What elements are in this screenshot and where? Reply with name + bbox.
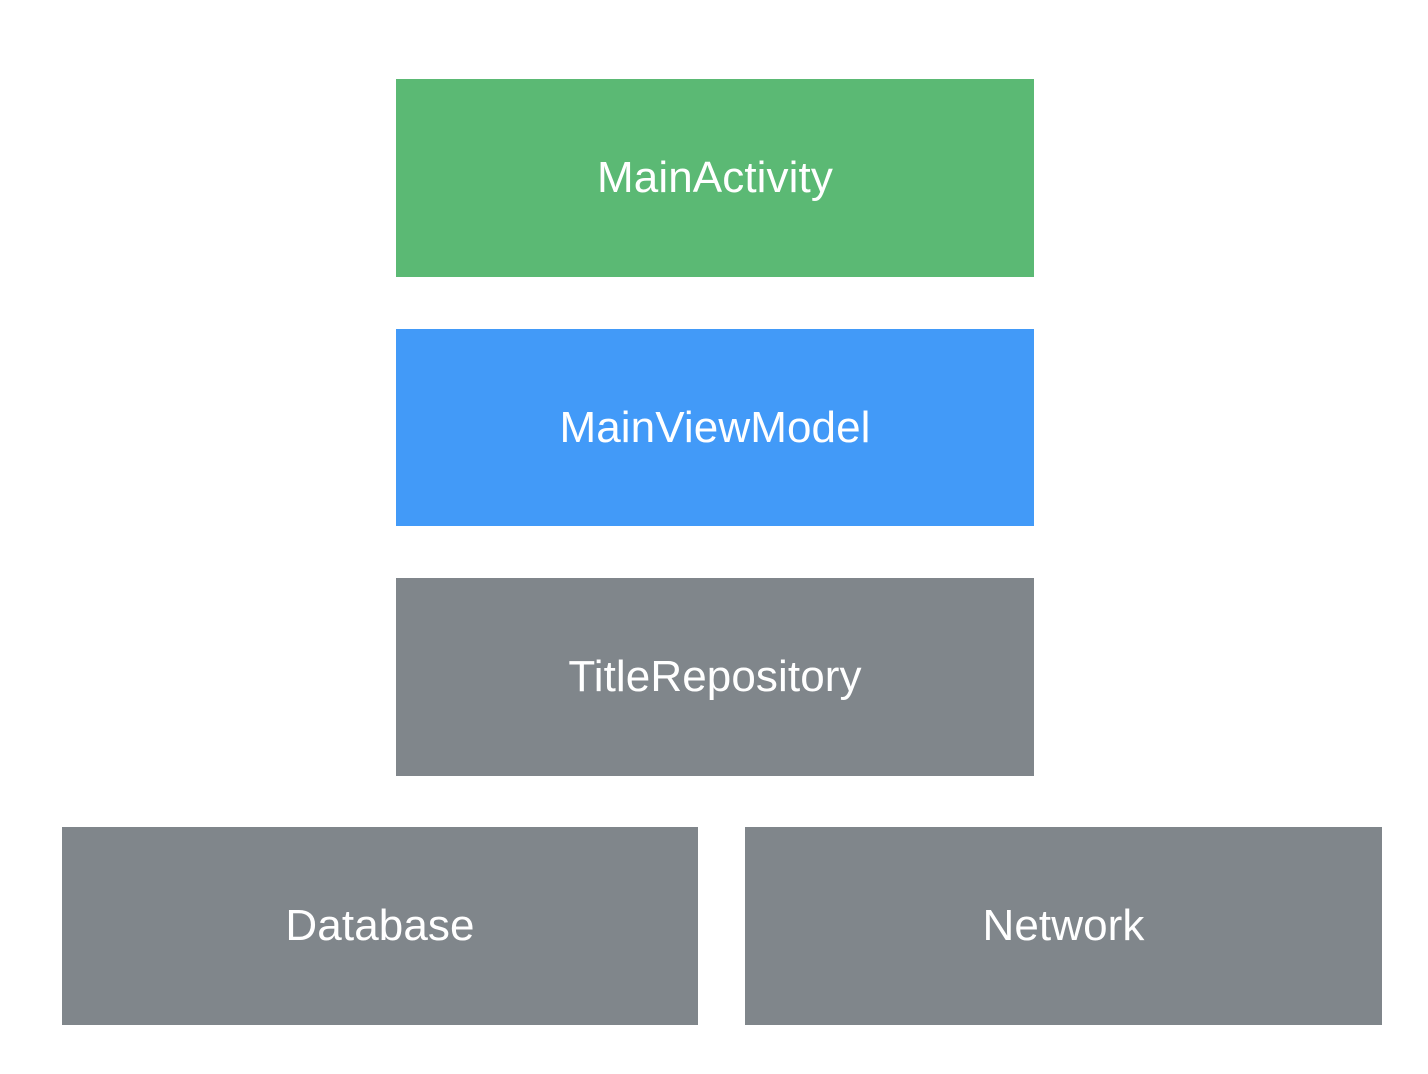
node-main-activity-label: MainActivity: [597, 153, 833, 202]
node-title-repository-label: TitleRepository: [568, 652, 862, 701]
node-main-view-model-label: MainViewModel: [559, 402, 871, 452]
node-database[interactable]: Database: [62, 827, 698, 1025]
node-network[interactable]: Network: [745, 827, 1382, 1025]
node-main-activity[interactable]: MainActivity: [396, 79, 1034, 277]
node-title-repository[interactable]: TitleRepository: [396, 578, 1034, 776]
node-database-label: Database: [285, 901, 475, 950]
node-network-label: Network: [982, 901, 1145, 950]
node-main-view-model[interactable]: MainViewModel: [396, 329, 1034, 526]
